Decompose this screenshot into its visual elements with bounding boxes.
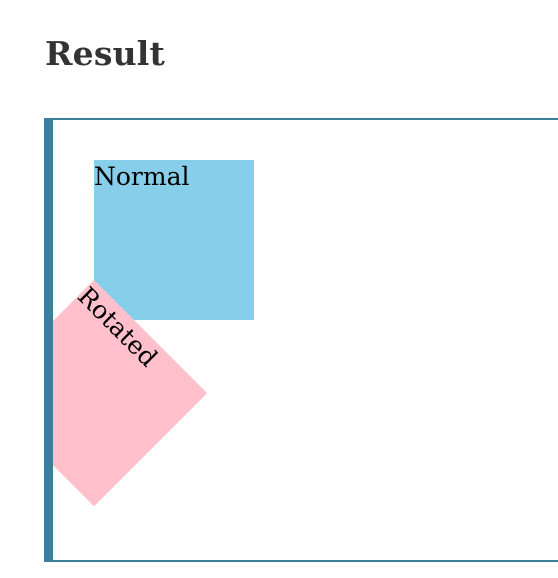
result-heading: Result [45, 34, 165, 73]
normal-box-label: Normal [94, 162, 190, 191]
result-frame: Normal Rotated [44, 118, 558, 562]
normal-box: Normal [94, 160, 254, 320]
